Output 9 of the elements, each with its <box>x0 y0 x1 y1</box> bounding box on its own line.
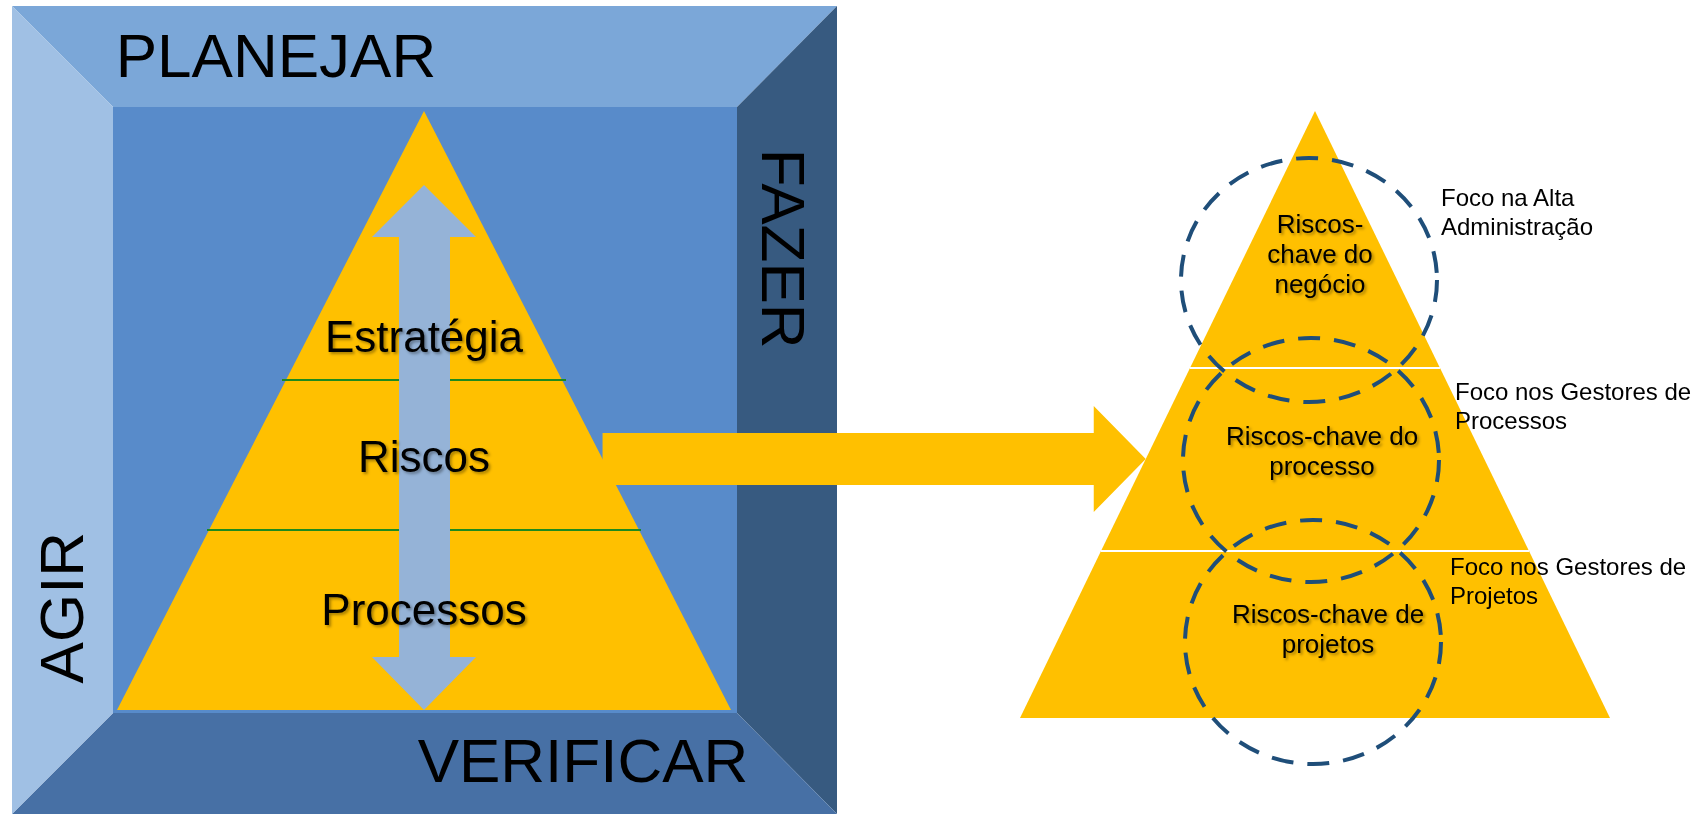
tier-label: Riscos-chave do negócio <box>1266 210 1374 300</box>
block-arrow <box>602 406 1146 512</box>
focus-note: Foco na Alta Administração <box>1441 184 1595 242</box>
tier-label: Riscos-chave do processo <box>1224 422 1420 482</box>
tier-label: VERIFICAR <box>416 725 750 797</box>
tier-label: PLANEJAR <box>114 20 438 92</box>
tier-label: FAZER <box>747 147 819 351</box>
tier-label: Riscos-chave de projetos <box>1230 600 1426 660</box>
tier-label: AGIR <box>26 530 98 686</box>
